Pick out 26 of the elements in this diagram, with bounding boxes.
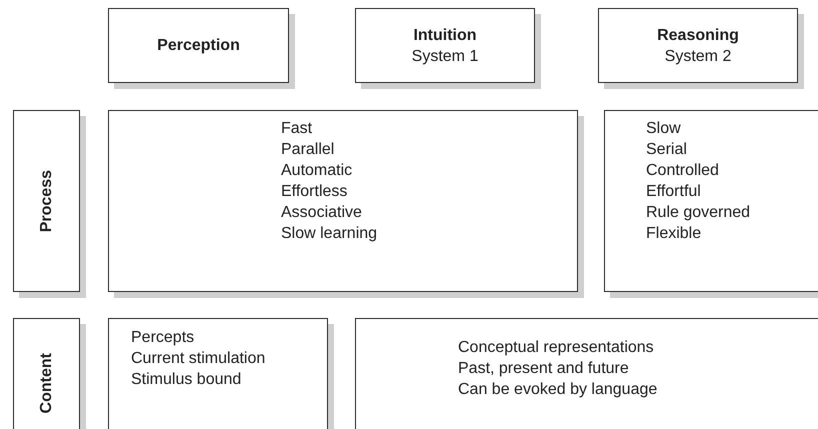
list-item: Rule governed — [646, 203, 750, 223]
column-heading: Intuition — [413, 26, 477, 46]
content-box — [355, 318, 818, 429]
list-item: Past, present and future — [458, 359, 629, 379]
list-item: Flexible — [646, 224, 702, 244]
column-subheading: System 2 — [664, 46, 732, 66]
list-item: Parallel — [281, 140, 334, 160]
list-item: Conceptual representations — [458, 338, 654, 358]
list-item: Serial — [646, 140, 687, 160]
list-item: Associative — [281, 203, 362, 223]
list-item: Controlled — [646, 161, 719, 181]
list-item: Current stimulation — [131, 349, 266, 369]
list-item: Percepts — [131, 328, 194, 348]
list-item: Effortless — [281, 182, 348, 202]
row-label: Process — [38, 170, 56, 232]
list-item: Stimulus bound — [131, 370, 242, 390]
column-heading: Perception — [157, 36, 240, 56]
list-item: Automatic — [281, 161, 352, 181]
row-label: Content — [38, 352, 56, 414]
list-item: Can be evoked by language — [458, 380, 658, 400]
list-item: Effortful — [646, 182, 701, 202]
list-item: Slow learning — [281, 224, 378, 244]
column-heading: Reasoning — [657, 26, 739, 46]
list-item: Slow — [646, 119, 681, 139]
list-item: Fast — [281, 119, 312, 139]
column-subheading: System 1 — [412, 46, 478, 66]
